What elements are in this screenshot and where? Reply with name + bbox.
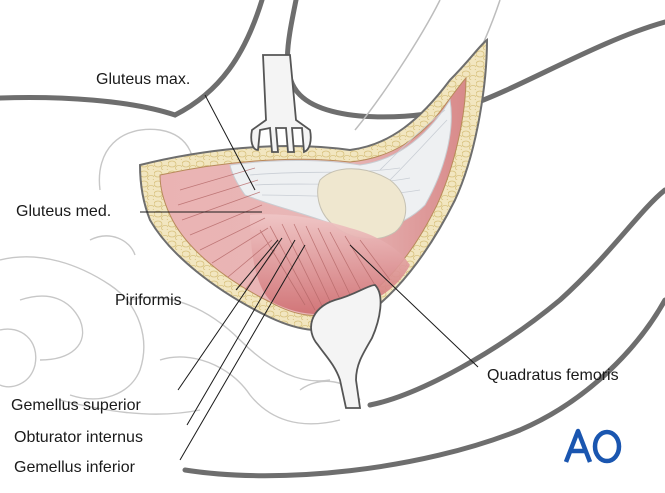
greater-trochanter: [317, 168, 407, 240]
leader-lines: [140, 94, 479, 461]
label-gluteus-max: Gluteus max.: [96, 71, 191, 88]
retractor-top-icon: [250, 54, 312, 154]
label-quadratus-femoris: Quadratus femoris: [487, 367, 619, 384]
leader-piriformis: [235, 239, 279, 291]
label-piriformis: Piriformis: [115, 292, 182, 309]
leader-gemellus-superior: [177, 237, 283, 391]
label-gluteus-med: Gluteus med.: [16, 203, 112, 220]
label-obturator-internus: Obturator internus: [14, 429, 143, 446]
retractor-bottom-icon: [310, 284, 382, 409]
leader-gluteus-max: [204, 94, 256, 191]
label-gemellus-inferior: Gemellus inferior: [14, 459, 135, 476]
label-gemellus-superior: Gemellus superior: [11, 397, 141, 414]
leader-quadratus-femoris: [349, 244, 479, 368]
leader-obturator-internus: [186, 239, 296, 426]
leader-gemellus-inferior: [179, 244, 306, 461]
ao-logo-icon: [564, 428, 622, 464]
